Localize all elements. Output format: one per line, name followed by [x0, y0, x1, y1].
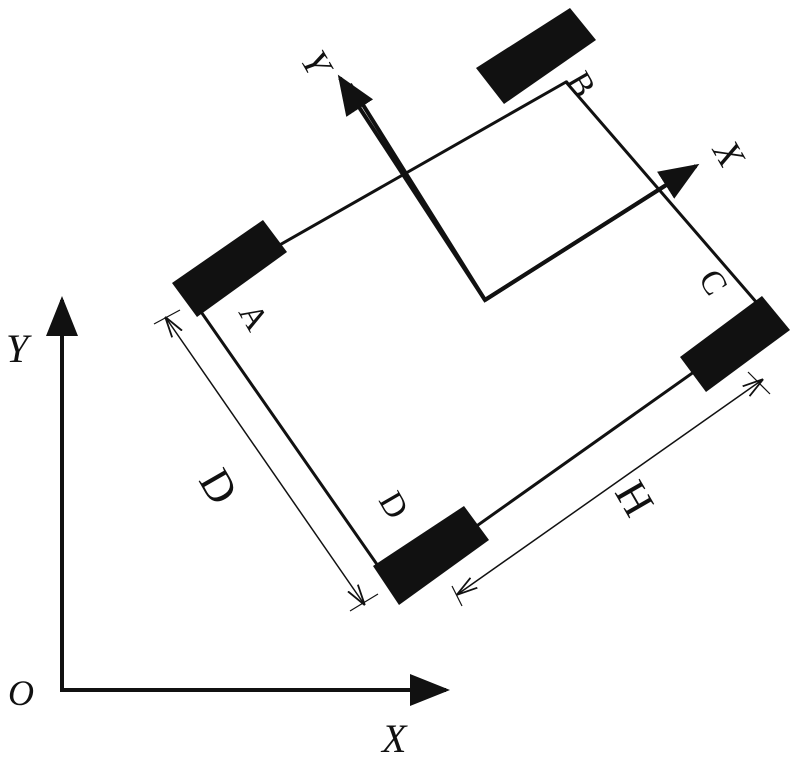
dimension-h-label: H — [605, 473, 663, 525]
robot-body: X Y A B C D — [172, 8, 790, 605]
wheel-label-a: A — [231, 298, 276, 338]
global-x-axis-label: X — [380, 716, 408, 761]
body-y-axis — [337, 74, 487, 302]
dimension-d-tick-bottom — [349, 593, 379, 612]
body-x-axis — [483, 163, 700, 302]
dimensions: D H — [153, 309, 771, 612]
body-y-axis-label: Y — [292, 44, 341, 87]
dimension-d-label: D — [189, 461, 247, 513]
wheel-c — [680, 296, 790, 392]
body-x-axis-label: X — [703, 132, 753, 176]
body-axes-corner — [348, 82, 692, 303]
global-frame: O X Y — [6, 296, 450, 761]
wheel-a — [172, 220, 287, 317]
wheel-b — [476, 8, 596, 104]
dimension-d-tick-top — [153, 309, 181, 325]
global-y-axis-label: Y — [6, 326, 32, 371]
dimension-d-line — [166, 318, 364, 604]
origin-label: O — [8, 673, 34, 713]
dimension-h-line — [458, 380, 762, 594]
dimension-h-tick-left — [451, 585, 463, 607]
wheel-label-d: D — [371, 486, 415, 526]
chassis-outline — [187, 80, 773, 589]
